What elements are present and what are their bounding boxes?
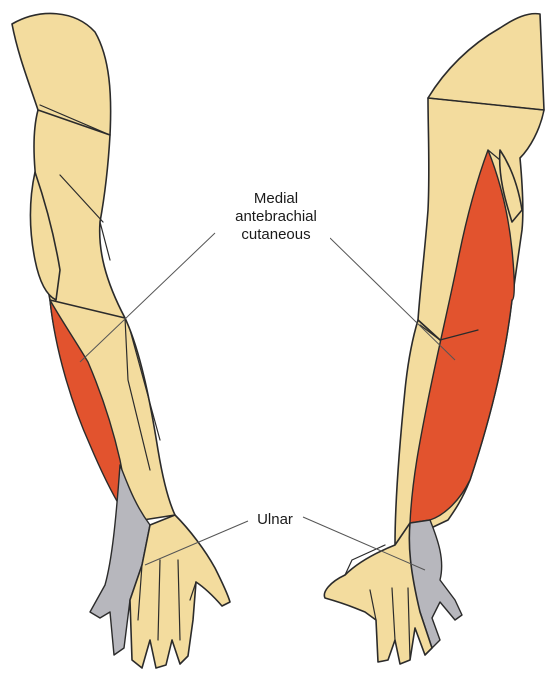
label-ulnar-text: Ulnar [250, 511, 300, 529]
label-medial-line-1: Medial [222, 190, 330, 208]
right-arm-posterior [324, 14, 544, 664]
label-medial-line-3: cutaneous [222, 226, 330, 244]
right-arm-shoulder [428, 14, 544, 111]
label-medial-line-2: antebrachial [222, 208, 330, 226]
left-arm-anterior [12, 14, 230, 668]
label-ulnar: Ulnar [250, 511, 300, 529]
label-medial-antebrachial-cutaneous: Medial antebrachial cutaneous [222, 190, 330, 244]
left-arm-shoulder [12, 14, 111, 135]
